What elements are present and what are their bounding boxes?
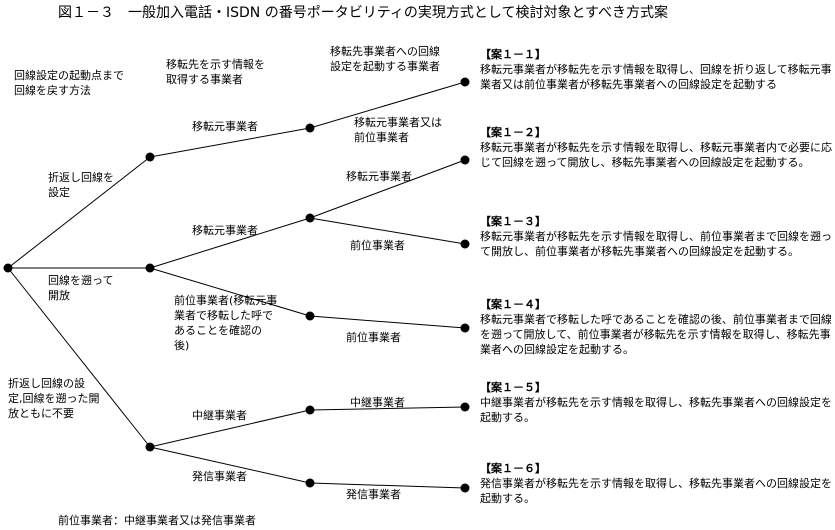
acquirer-a4: 中継事業者 [192, 409, 247, 422]
option-heading: 【案１－３】 [480, 215, 546, 228]
node-none [145, 442, 155, 452]
node-s3 [460, 239, 470, 249]
option-body: 移転元事業者が移転先を示す情報を取得し、前位事業者まで回線を遡って開放し、前位事… [480, 230, 832, 258]
node-a4 [305, 405, 315, 415]
node-s6 [460, 483, 470, 493]
option-body: 移転元事業者が移転先を示す情報を取得し、回線を折り返して移転元事業者又は前位事業… [480, 63, 832, 91]
edge-root-fold [7, 156, 151, 269]
node-fold [145, 152, 155, 162]
edge-a4-s5 [309, 406, 466, 411]
option-1-6: 【案１－６】 発信事業者が移転先を示す情報を取得し、移転先事業者への回線設定を起… [480, 461, 832, 506]
footnote: 前位事業者：中継事業者又は発信事業者 [58, 514, 256, 527]
option-1-2: 【案１－２】 移転元事業者が移転先を示す情報を取得し、移転元事業者内で必要に応じ… [480, 125, 832, 170]
edge-retrace-a3 [149, 267, 311, 317]
acquirer-a1: 移転元事業者 [192, 120, 258, 133]
figure-title: 図１－３ 一般加入電話・ISDN の番号ポータビリティの実現方式として検討対象と… [58, 5, 669, 21]
node-a2 [305, 213, 315, 223]
starter-s2: 移転元事業者 [346, 170, 412, 183]
starter-s4: 前位事業者 [346, 331, 401, 344]
node-s2 [460, 155, 470, 165]
acquirer-a2: 移転元事業者 [192, 224, 258, 237]
option-heading: 【案１－６】 [480, 462, 546, 475]
acquirer-a3: 前位事業者(移転元事 業者で移転した呼で あることを確認の 後) [174, 294, 278, 352]
edge-none-a4 [149, 409, 311, 448]
edge-a2-s3 [309, 217, 466, 245]
starter-s3: 前位事業者 [350, 239, 405, 252]
branch-retrace: 回線を遡って 開放 [48, 274, 114, 302]
starter-s1: 移転元事業者又は 前位事業者 [354, 116, 442, 144]
branch-fold: 折返し回線を 設定 [48, 171, 114, 199]
node-retrace [145, 263, 155, 273]
option-1-4: 【案１－４】 移転元事業者で移転した呼であることを確認の後、前位事業者まで回線を… [480, 297, 832, 357]
option-body: 中継事業者が移転先を示す情報を取得し、移転先事業者への回線設定を起動する。 [480, 396, 832, 424]
header-level1: 回線設定の起動点まで 回線を戻す方法 [14, 69, 124, 97]
node-s5 [460, 402, 470, 412]
node-a5 [305, 478, 315, 488]
branch-none: 折返し回線の設 定,回線を遡った開 放ともに不要 [8, 377, 100, 420]
node-s1 [460, 77, 470, 87]
option-body: 移転元事業者で移転した呼であることを確認の後、前位事業者まで回線を遡って開放して… [480, 313, 832, 356]
starter-s6: 発信事業者 [346, 488, 401, 501]
acquirer-a5: 発信事業者 [192, 470, 247, 483]
node-a3 [305, 311, 315, 321]
edge-a3-s4 [309, 315, 466, 329]
starter-s5: 中継事業者 [350, 396, 405, 409]
option-body: 発信事業者が移転先を示す情報を取得し、移転先事業者への回線設定を起動する。 [480, 477, 832, 505]
node-root [3, 263, 13, 273]
option-heading: 【案１－１】 [480, 48, 546, 61]
edge-a2-s2 [309, 159, 466, 219]
option-body: 移転元事業者が移転先を示す情報を取得し、移転元事業者内で必要に応じて回線を遡って… [480, 141, 832, 169]
edge-a1-s1 [309, 81, 466, 129]
edge-root-none [7, 267, 151, 448]
edge-retrace-a2 [149, 217, 311, 269]
option-1-5: 【案１－５】 中継事業者が移転先を示す情報を取得し、移転先事業者への回線設定を起… [480, 380, 832, 425]
node-s4 [460, 323, 470, 333]
edge-none-a5 [149, 446, 311, 484]
option-heading: 【案１－５】 [480, 381, 546, 394]
option-heading: 【案１－２】 [480, 126, 546, 139]
header-level3: 移転先事業者への回線 設定を起動する事業者 [330, 45, 440, 73]
option-heading: 【案１－４】 [480, 298, 546, 311]
option-1-3: 【案１－３】 移転元事業者が移転先を示す情報を取得し、前位事業者まで回線を遡って… [480, 214, 832, 259]
header-level2: 移転先を示す情報を 取得する事業者 [166, 58, 265, 86]
node-a1 [305, 123, 315, 133]
option-1-1: 【案１－１】 移転元事業者が移転先を示す情報を取得し、回線を折り返して移転元事業… [480, 47, 832, 92]
edge-fold-a1 [149, 127, 311, 158]
edge-a5-s6 [309, 482, 466, 489]
